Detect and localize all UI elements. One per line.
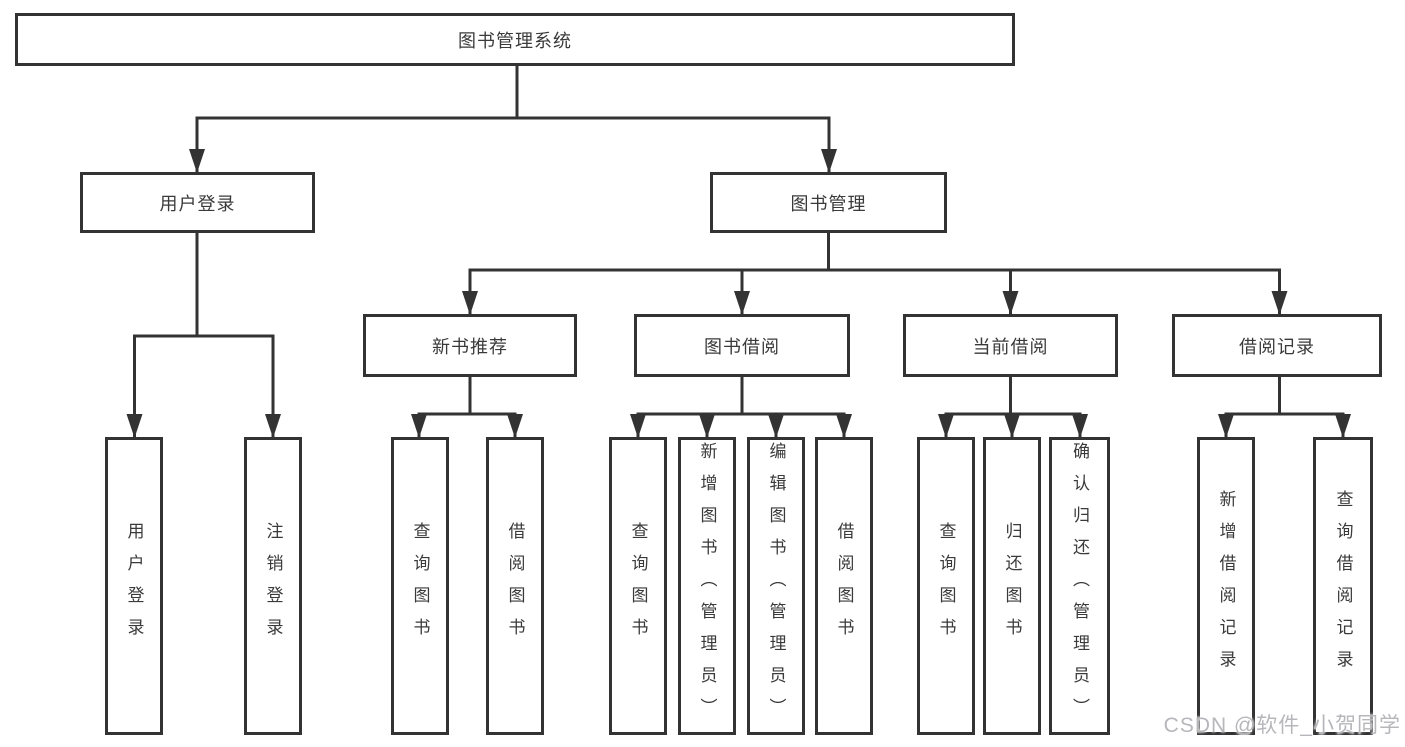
leaf-label: 用户登录 bbox=[124, 522, 144, 650]
connector-root-rail bbox=[195, 66, 831, 120]
connector-user-login-rail bbox=[133, 233, 275, 338]
node-label: 用户登录 bbox=[159, 193, 236, 214]
connector-book-management-rail bbox=[468, 233, 1281, 272]
connector-current-borrowing-rail bbox=[944, 377, 1082, 416]
leaf-query-books-borrowing: 查询图书 bbox=[609, 437, 667, 735]
leaf-logout: 注销登录 bbox=[244, 437, 302, 735]
leaf-borrow-books-borrowing: 借阅图书 bbox=[815, 437, 873, 735]
node-label: 借阅记录 bbox=[1239, 336, 1315, 357]
leaf-label: 查询图书 bbox=[628, 522, 648, 650]
leaf-label: 查询借阅记录 bbox=[1333, 490, 1353, 682]
node-user-login: 用户登录 bbox=[80, 172, 315, 233]
node-borrowing-records: 借阅记录 bbox=[1172, 314, 1382, 377]
leaf-label: 借阅图书 bbox=[505, 522, 525, 650]
leaf-add-books-admin: 新增图书（管理员） bbox=[678, 437, 736, 735]
node-label: 图书管理 bbox=[790, 193, 867, 214]
leaf-label: 借阅图书 bbox=[834, 522, 854, 650]
leaf-confirm-return-admin: 确认归还（管理员） bbox=[1049, 437, 1110, 735]
leaf-query-borrow-record: 查询借阅记录 bbox=[1313, 437, 1373, 735]
leaf-return-books: 归还图书 bbox=[983, 437, 1041, 735]
leaf-borrow-books-recommend: 借阅图书 bbox=[486, 437, 544, 735]
leaf-label: 新增借阅记录 bbox=[1216, 490, 1236, 682]
connector-book-borrowing-rail bbox=[636, 377, 846, 416]
csdn-watermark: CSDN @软件_小贺同学 bbox=[1163, 714, 1401, 737]
leaf-user-login: 用户登录 bbox=[105, 437, 163, 735]
connector-borrowing-records-rail bbox=[1224, 377, 1345, 416]
leaf-label: 确认归还（管理员） bbox=[1070, 442, 1089, 730]
node-library-management-system: 图书管理系统 bbox=[15, 13, 1015, 66]
node-label: 当前借阅 bbox=[972, 336, 1049, 357]
leaf-label: 查询图书 bbox=[936, 522, 956, 650]
node-label: 图书借阅 bbox=[704, 336, 780, 357]
leaf-query-books-recommend: 查询图书 bbox=[391, 437, 449, 735]
node-label: 新书推荐 bbox=[432, 336, 508, 357]
leaf-add-borrow-record: 新增借阅记录 bbox=[1197, 437, 1255, 735]
leaf-edit-books-admin: 编辑图书（管理员） bbox=[747, 437, 805, 735]
node-current-borrowing: 当前借阅 bbox=[903, 314, 1118, 377]
node-label: 图书管理系统 bbox=[458, 30, 572, 51]
leaf-query-books-current: 查询图书 bbox=[917, 437, 975, 735]
leaf-label: 归还图书 bbox=[1002, 522, 1022, 650]
leaf-label: 查询图书 bbox=[410, 522, 430, 650]
node-book-management: 图书管理 bbox=[710, 172, 947, 233]
connector-new-book-rail bbox=[417, 377, 517, 416]
leaf-label: 新增图书（管理员） bbox=[697, 442, 717, 730]
leaf-label: 注销登录 bbox=[263, 522, 283, 650]
leaf-label: 编辑图书（管理员） bbox=[766, 442, 786, 730]
node-book-borrowing: 图书借阅 bbox=[634, 314, 850, 377]
node-new-book-recommendation: 新书推荐 bbox=[363, 314, 577, 377]
